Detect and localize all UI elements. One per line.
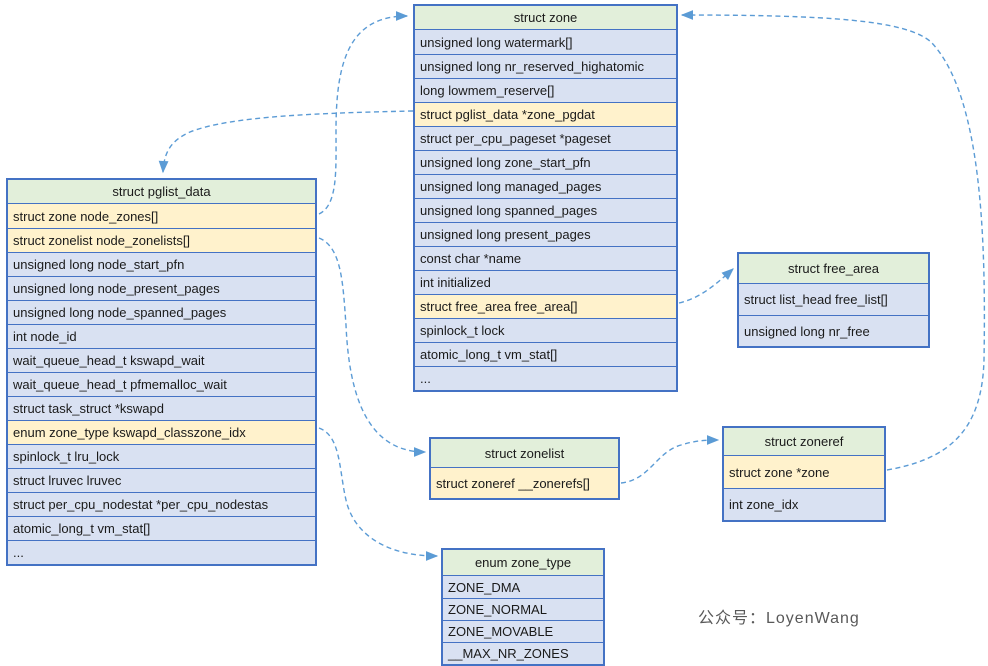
field-row-zone-3: struct pglist_data *zone_pgdat bbox=[415, 102, 676, 126]
field-row-zone-4: struct per_cpu_pageset *pageset bbox=[415, 126, 676, 150]
connector-zonerefs-to-zoneref bbox=[620, 435, 720, 484]
connector-zoneref_zone-to-zone bbox=[680, 10, 986, 471]
connector-node_zonelists-to-zonelist bbox=[318, 237, 427, 457]
field-row-zone-8: unsigned long present_pages bbox=[415, 222, 676, 246]
struct-table-zonelist-title: struct zonelist bbox=[431, 439, 618, 468]
watermark-text: 公众号：LoyenWang bbox=[698, 610, 860, 627]
field-row-zone_type-2: ZONE_MOVABLE bbox=[443, 620, 603, 642]
field-row-zone-1: unsigned long nr_reserved_highatomic bbox=[415, 54, 676, 78]
field-row-pglist_data-14: ... bbox=[8, 540, 315, 564]
field-row-pglist_data-12: struct per_cpu_nodestat *per_cpu_nodesta… bbox=[8, 492, 315, 516]
connector-free_area-to-free_area_box bbox=[678, 268, 734, 304]
field-row-pglist_data-1: struct zonelist node_zonelists[] bbox=[8, 228, 315, 252]
field-row-pglist_data-13: atomic_long_t vm_stat[] bbox=[8, 516, 315, 540]
connector-node_zones-to-zone bbox=[318, 11, 409, 215]
field-row-pglist_data-7: wait_queue_head_t pfmemalloc_wait bbox=[8, 372, 315, 396]
field-row-pglist_data-9: enum zone_type kswapd_classzone_idx bbox=[8, 420, 315, 444]
field-row-zone-11: struct free_area free_area[] bbox=[415, 294, 676, 318]
field-row-pglist_data-6: wait_queue_head_t kswapd_wait bbox=[8, 348, 315, 372]
struct-table-zoneref-title: struct zoneref bbox=[724, 428, 884, 456]
field-row-zone_type-0: ZONE_DMA bbox=[443, 576, 603, 598]
field-row-zone-9: const char *name bbox=[415, 246, 676, 270]
field-row-zone-2: long lowmem_reserve[] bbox=[415, 78, 676, 102]
field-row-zone-13: atomic_long_t vm_stat[] bbox=[415, 342, 676, 366]
connector-zone_pgdat-to-pglist_data bbox=[158, 110, 414, 174]
field-row-zone-10: int initialized bbox=[415, 270, 676, 294]
field-row-zone-7: unsigned long spanned_pages bbox=[415, 198, 676, 222]
field-row-zone-6: unsigned long managed_pages bbox=[415, 174, 676, 198]
field-row-zone-12: spinlock_t lock bbox=[415, 318, 676, 342]
struct-table-pglist_data-title: struct pglist_data bbox=[8, 180, 315, 204]
field-row-zone-5: unsigned long zone_start_pfn bbox=[415, 150, 676, 174]
field-row-pglist_data-11: struct lruvec lruvec bbox=[8, 468, 315, 492]
struct-table-zone_type-title: enum zone_type bbox=[443, 550, 603, 576]
struct-table-zone-title: struct zone bbox=[415, 6, 676, 30]
field-row-zone_type-3: __MAX_NR_ZONES bbox=[443, 642, 603, 664]
field-row-free_area-1: unsigned long nr_free bbox=[739, 315, 928, 346]
field-row-zoneref-0: struct zone *zone bbox=[724, 456, 884, 488]
field-row-pglist_data-8: struct task_struct *kswapd bbox=[8, 396, 315, 420]
connector-classzone_idx-to-zone_type bbox=[318, 427, 439, 561]
field-row-pglist_data-3: unsigned long node_present_pages bbox=[8, 276, 315, 300]
field-row-free_area-0: struct list_head free_list[] bbox=[739, 284, 928, 315]
field-row-zoneref-1: int zone_idx bbox=[724, 488, 884, 520]
field-row-pglist_data-4: unsigned long node_spanned_pages bbox=[8, 300, 315, 324]
struct-table-free_area-title: struct free_area bbox=[739, 254, 928, 284]
field-row-pglist_data-2: unsigned long node_start_pfn bbox=[8, 252, 315, 276]
field-row-pglist_data-10: spinlock_t lru_lock bbox=[8, 444, 315, 468]
field-row-zone-0: unsigned long watermark[] bbox=[415, 30, 676, 54]
field-row-zonelist-0: struct zoneref __zonerefs[] bbox=[431, 468, 618, 498]
field-row-zone-14: ... bbox=[415, 366, 676, 390]
field-row-pglist_data-5: int node_id bbox=[8, 324, 315, 348]
field-row-zone_type-1: ZONE_NORMAL bbox=[443, 598, 603, 620]
field-row-pglist_data-0: struct zone node_zones[] bbox=[8, 204, 315, 228]
